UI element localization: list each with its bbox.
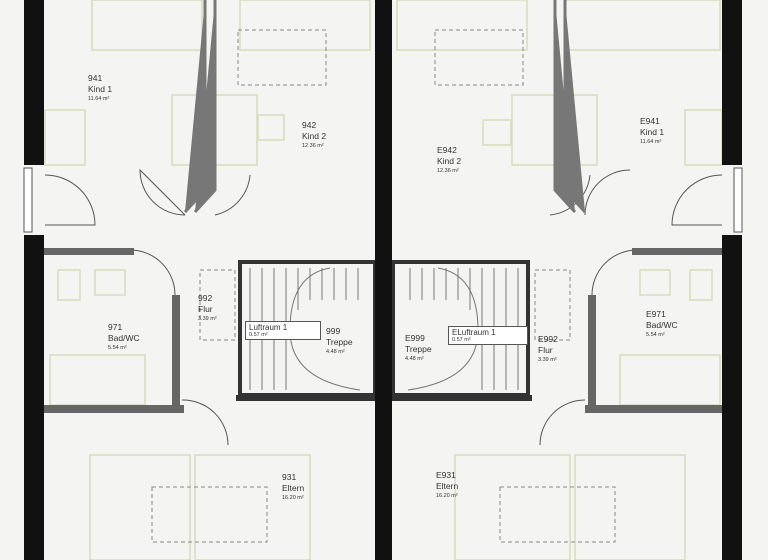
beds-dashed (151, 29, 616, 543)
windows (23, 167, 743, 233)
walls (24, 0, 742, 560)
